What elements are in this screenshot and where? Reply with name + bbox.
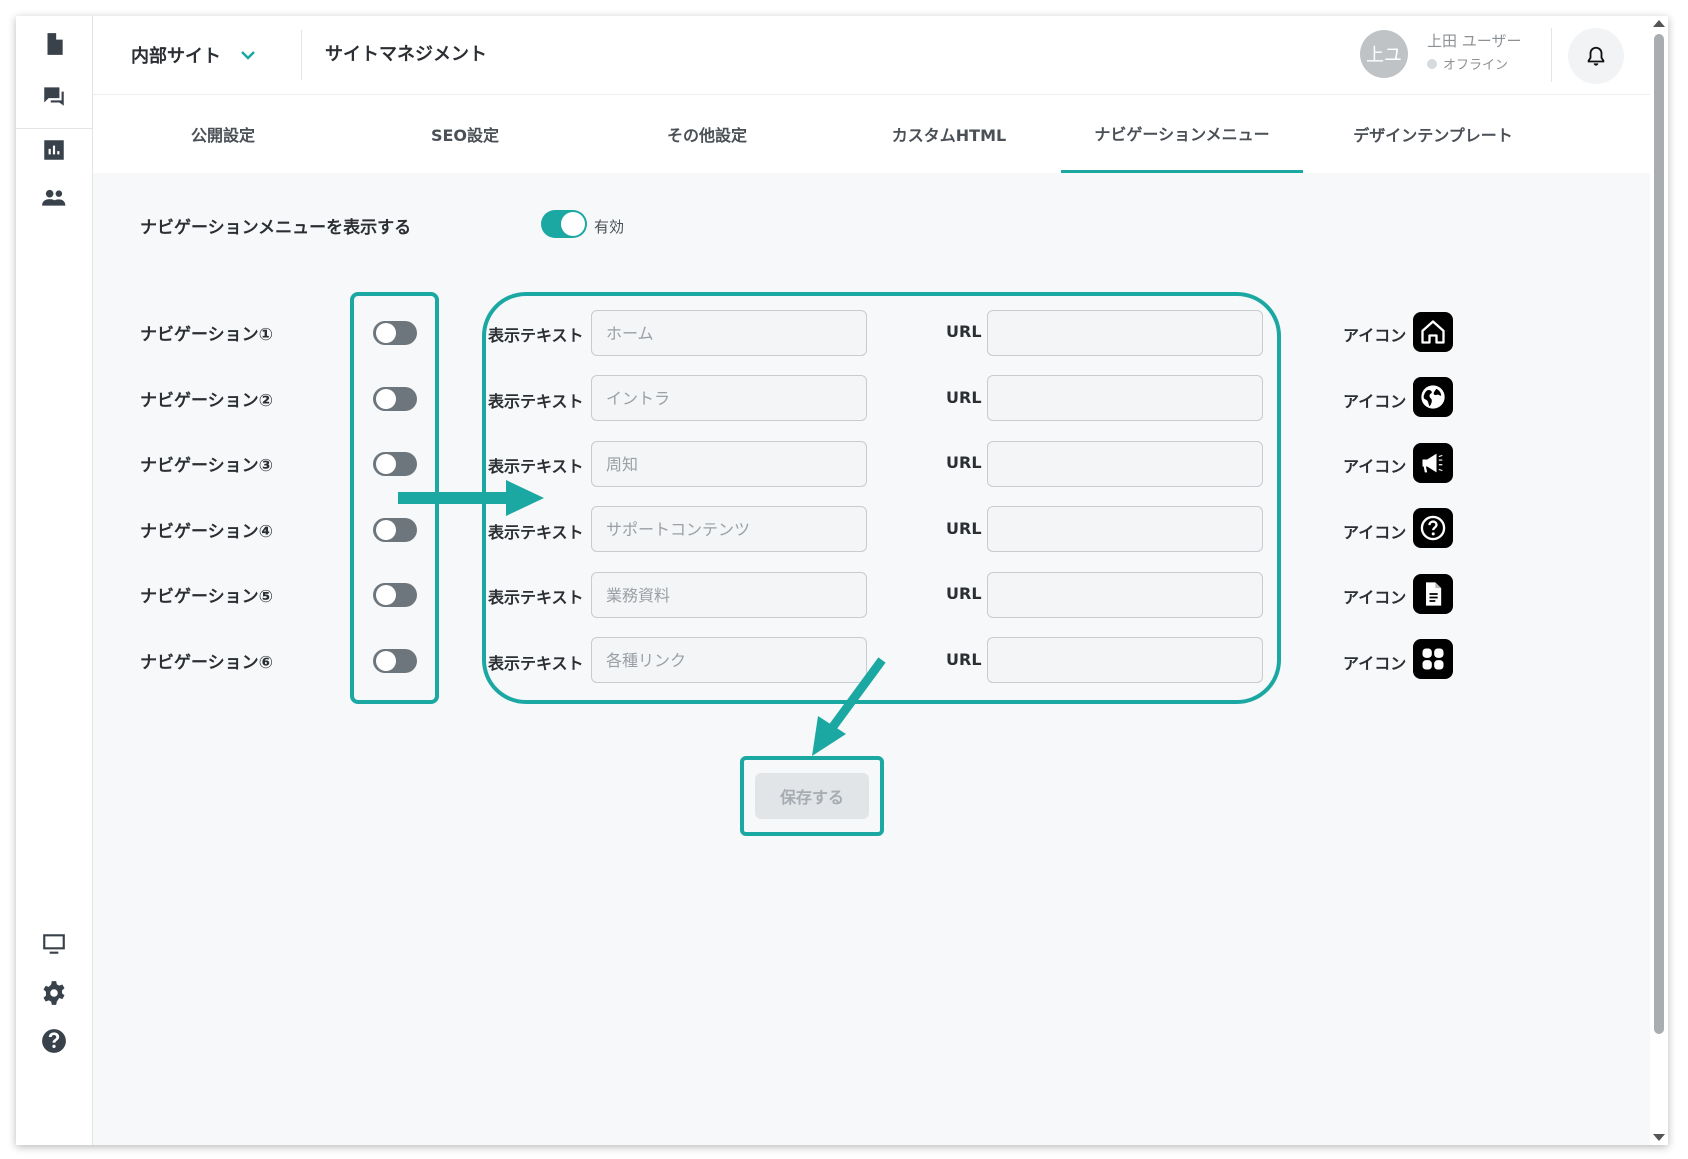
nav-item-label: ナビゲーション② — [140, 386, 273, 411]
scrollbar[interactable] — [1650, 16, 1668, 1145]
nav-item-label: ナビゲーション③ — [140, 451, 273, 476]
bell-icon — [1585, 44, 1607, 68]
icon-label: アイコン — [1343, 519, 1406, 543]
status-text: オフライン — [1443, 54, 1508, 73]
settings-tabs: 公開設定 SEO設定 その他設定 カスタムHTML ナビゲーションメニュー デザ… — [93, 95, 1650, 173]
nav-item-label: ナビゲーション④ — [140, 517, 273, 542]
chevron-down-icon — [239, 46, 257, 64]
chat-icon[interactable] — [38, 80, 70, 112]
scroll-up-arrow[interactable] — [1653, 20, 1665, 27]
home-icon[interactable] — [1413, 312, 1453, 352]
grid-icon[interactable] — [1413, 639, 1453, 679]
nav-item-label: ナビゲーション① — [140, 320, 273, 345]
sidebar-divider — [16, 128, 92, 129]
gear-icon[interactable] — [38, 977, 70, 1009]
document-icon[interactable] — [1413, 574, 1453, 614]
app-window: 内部サイト サイトマネジメント 上ユ 上田 ユーザー オフライン 公開設定 SE… — [16, 16, 1668, 1145]
nav-item-label: ナビゲーション⑤ — [140, 582, 273, 607]
icon-label: アイコン — [1343, 650, 1406, 674]
tab-custom-html[interactable]: カスタムHTML — [819, 95, 1079, 173]
notification-button[interactable] — [1568, 28, 1624, 84]
show-nav-state: 有効 — [594, 216, 624, 237]
icon-label: アイコン — [1343, 584, 1406, 608]
header-divider — [1551, 28, 1552, 82]
save-button-highlight — [740, 756, 884, 836]
document-icon[interactable] — [38, 28, 70, 60]
scroll-thumb[interactable] — [1654, 34, 1664, 1034]
tab-publish[interactable]: 公開設定 — [93, 95, 353, 173]
help-icon[interactable] — [1413, 508, 1453, 548]
icon-label: アイコン — [1343, 388, 1406, 412]
icon-label: アイコン — [1343, 453, 1406, 477]
avatar[interactable]: 上ユ — [1360, 30, 1408, 78]
globe-icon[interactable] — [1413, 377, 1453, 417]
nav-item-label: ナビゲーション⑥ — [140, 648, 273, 673]
tab-navigation-menu[interactable]: ナビゲーションメニュー — [1061, 95, 1303, 173]
site-name: 内部サイト — [131, 42, 221, 68]
header-divider — [301, 30, 302, 80]
help-icon[interactable] — [38, 1025, 70, 1057]
toggle-column-highlight — [350, 292, 439, 704]
users-icon[interactable] — [38, 182, 70, 214]
monitor-icon[interactable] — [38, 928, 70, 960]
top-bar: 内部サイト サイトマネジメント 上ユ 上田 ユーザー オフライン — [93, 16, 1650, 95]
user-status: オフライン — [1427, 54, 1508, 73]
tab-seo[interactable]: SEO設定 — [335, 95, 595, 173]
site-selector[interactable]: 内部サイト — [131, 16, 257, 94]
show-nav-toggle[interactable] — [541, 210, 587, 238]
user-name: 上田 ユーザー — [1427, 30, 1521, 51]
show-nav-label: ナビゲーションメニューを表示する — [140, 213, 411, 238]
tab-design-template[interactable]: デザインテンプレート — [1303, 95, 1563, 173]
megaphone-icon[interactable] — [1413, 443, 1453, 483]
scroll-down-arrow[interactable] — [1653, 1134, 1665, 1141]
sidebar — [16, 16, 93, 1145]
page-title: サイトマネジメント — [325, 16, 487, 94]
tab-other[interactable]: その他設定 — [577, 95, 837, 173]
inputs-highlight — [482, 292, 1281, 704]
chart-icon[interactable] — [38, 134, 70, 166]
icon-label: アイコン — [1343, 322, 1406, 346]
status-dot — [1427, 59, 1437, 69]
